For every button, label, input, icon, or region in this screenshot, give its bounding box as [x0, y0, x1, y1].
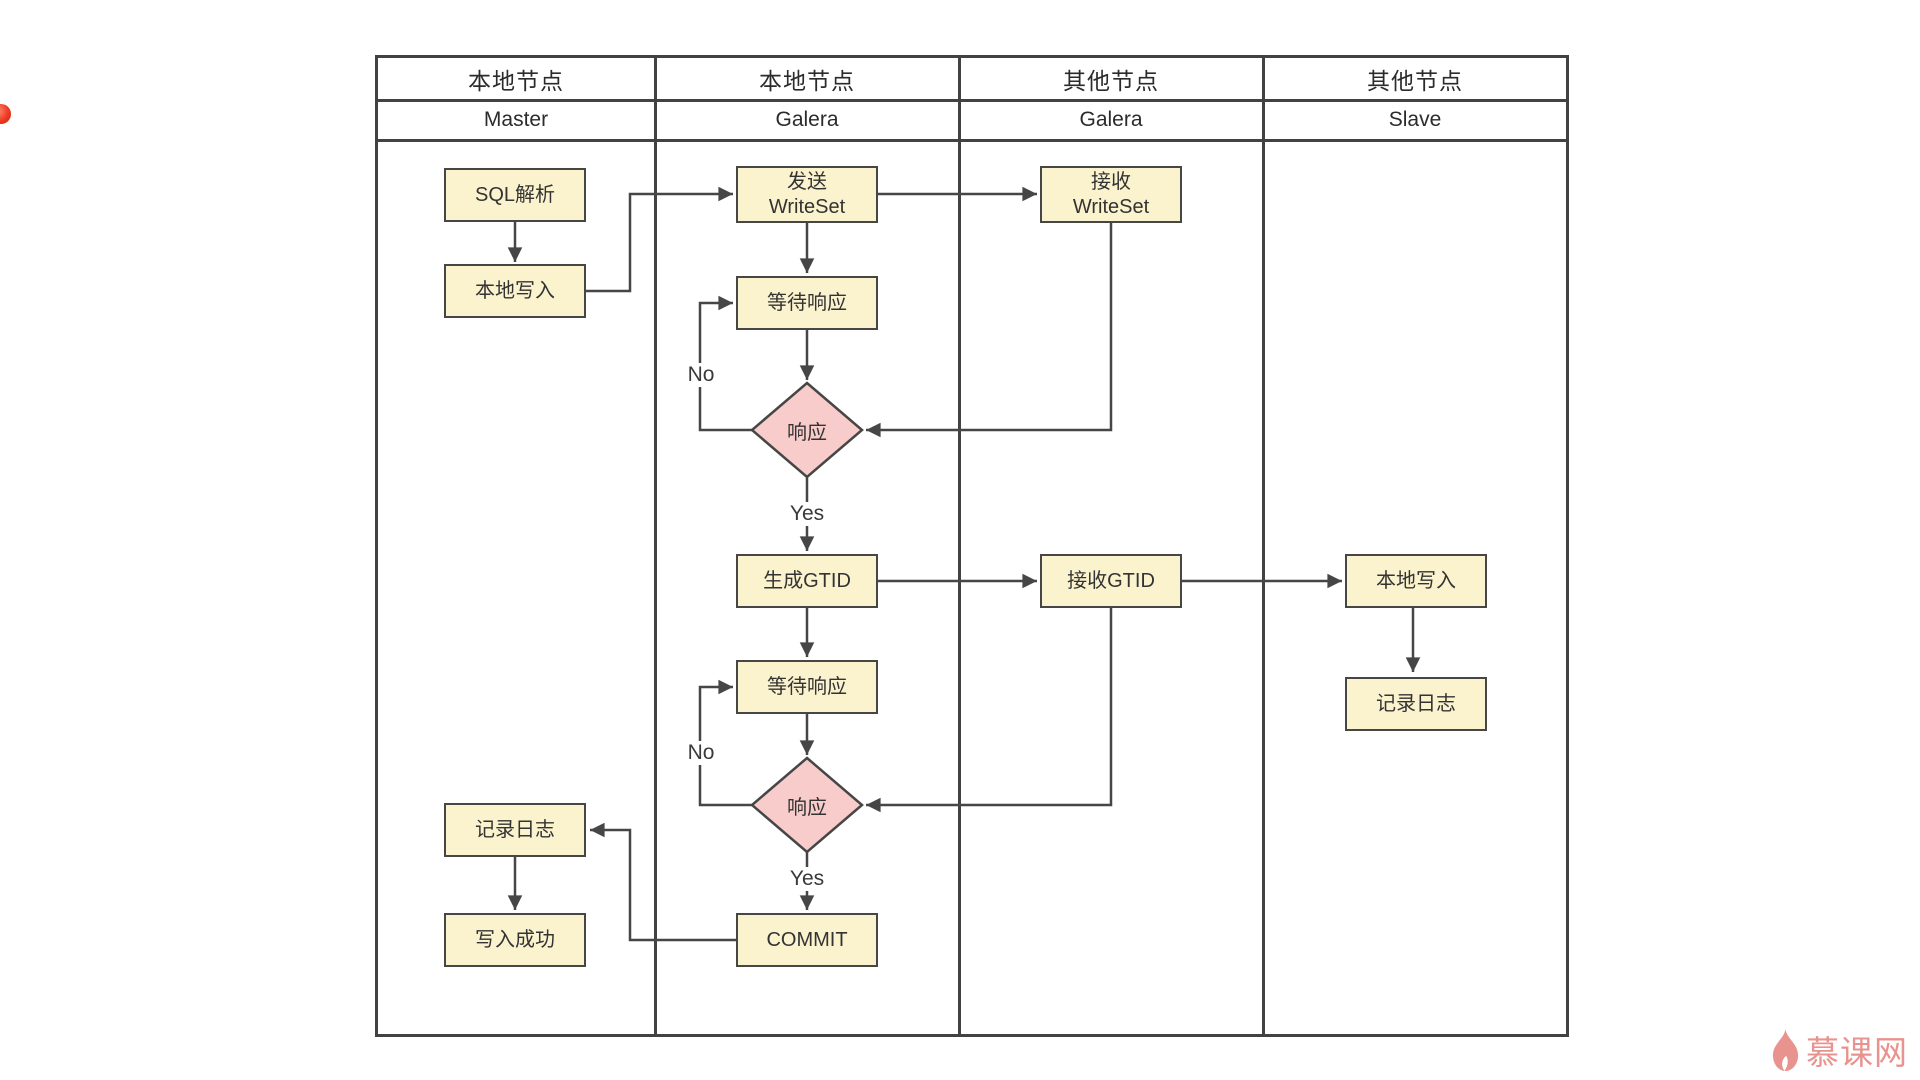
node-send-writeset: 发送 WriteSet [736, 166, 878, 223]
lane-group-1: 本地节点 [468, 67, 564, 94]
watermark-text: 慕课网 [1806, 1034, 1908, 1071]
lane-role-4: Slave [1388, 108, 1442, 131]
lane-divider-3 [1262, 58, 1265, 1034]
watermark: 慕课网 [1772, 1026, 1908, 1074]
lane-role-2: Galera [775, 108, 839, 131]
node-write-success: 写入成功 [444, 913, 586, 967]
node-commit: COMMIT [736, 913, 878, 967]
lane-divider-1 [654, 58, 657, 1034]
edge-label-no-1: No [684, 363, 718, 387]
node-local-write-slave: 本地写入 [1345, 554, 1487, 608]
header-divider-2 [378, 139, 1566, 142]
lane-divider-2 [958, 58, 961, 1034]
node-recv-writeset: 接收 WriteSet [1040, 166, 1182, 223]
edge-label-no-2: No [684, 741, 718, 765]
node-gen-gtid: 生成GTID [736, 554, 878, 608]
flame-icon [1772, 1029, 1799, 1071]
node-log-slave: 记录日志 [1345, 677, 1487, 731]
header-divider-1 [378, 99, 1566, 102]
decision-response-1-label: 响应 [787, 421, 827, 444]
node-wait-response-1: 等待响应 [736, 276, 878, 330]
red-marker-dot [0, 104, 11, 124]
decision-response-2-label: 响应 [787, 796, 827, 819]
node-wait-response-2: 等待响应 [736, 660, 878, 714]
edge-label-yes-2: Yes [786, 867, 828, 891]
lane-role-1: Master [483, 108, 549, 131]
lane-role-3: Galera [1079, 108, 1143, 131]
lane-group-4: 其他节点 [1367, 67, 1463, 94]
node-log-master: 记录日志 [444, 803, 586, 857]
node-recv-gtid: 接收GTID [1040, 554, 1182, 608]
lane-group-2: 本地节点 [759, 67, 855, 94]
node-sql-parse: SQL解析 [444, 168, 586, 222]
node-local-write-master: 本地写入 [444, 264, 586, 318]
edge-label-yes-1: Yes [786, 502, 828, 526]
lane-group-3: 其他节点 [1063, 67, 1159, 94]
